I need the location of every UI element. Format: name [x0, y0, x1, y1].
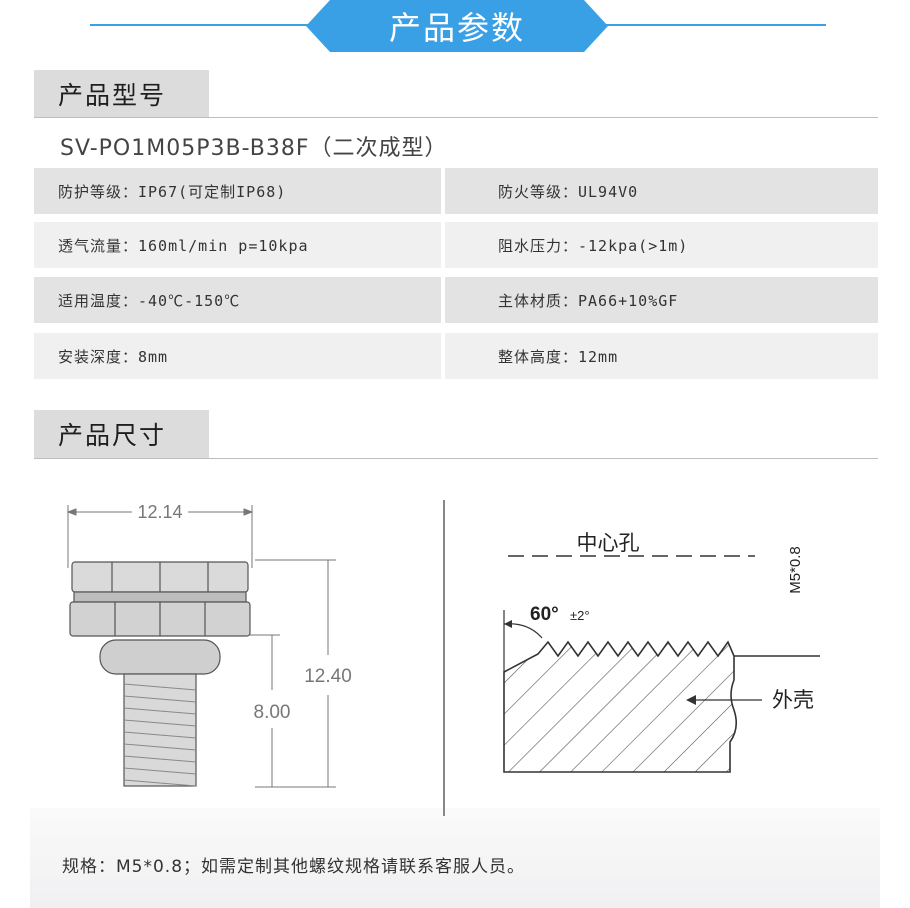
section-title-model: 产品型号: [34, 70, 209, 118]
height-dimension: 12.40: [304, 666, 352, 687]
spec-row: 防护等级：IP67(可定制IP68) 防火等级：UL94V0: [34, 168, 878, 214]
shell-label: 外壳: [772, 689, 814, 712]
spec-cell: 透气流量：160ml/min p=10kpa: [34, 222, 441, 268]
section-divider: [34, 117, 878, 118]
spec-cell: 整体高度：12mm: [445, 333, 878, 379]
note-background: [30, 808, 880, 908]
spec-row: 透气流量：160ml/min p=10kpa 阻水压力：-12kpa(>1m): [34, 222, 878, 268]
header-line-right: [600, 24, 826, 26]
spec-cell: 安装深度：8mm: [34, 333, 441, 379]
spec-cell: 防火等级：UL94V0: [445, 168, 878, 214]
spec-row: 适用温度：-40℃-150℃ 主体材质：PA66+10%GF: [34, 277, 878, 323]
spec-cell: 主体材质：PA66+10%GF: [445, 277, 878, 323]
drawing-divider: [443, 500, 445, 816]
width-dimension: 12.14: [137, 502, 182, 522]
section-title-size: 产品尺寸: [34, 410, 209, 458]
section-divider: [34, 458, 878, 459]
spec-note: 规格：M5*0.8；如需定制其他螺纹规格请联系客服人员。: [62, 857, 526, 877]
spec-cell: 适用温度：-40℃-150℃: [34, 277, 441, 323]
spec-row: 安装深度：8mm 整体高度：12mm: [34, 333, 878, 379]
center-hole-label: 中心孔: [577, 532, 640, 555]
spec-cell: 阻水压力：-12kpa(>1m): [445, 222, 878, 268]
header-line-left: [90, 24, 320, 26]
angle-label: 60°: [530, 604, 559, 625]
thread-section-drawing: 中心孔 M5*0.8 60° ±2° 外壳: [503, 532, 820, 773]
spec-cell: 防护等级：IP67(可定制IP68): [34, 168, 441, 214]
product-side-drawing: 12.14 12.40 8.00: [66, 502, 352, 788]
thread-spec-label: M5*0.8: [787, 546, 804, 594]
angle-tolerance: ±2°: [570, 608, 590, 623]
page-title: 产品参数: [306, 0, 608, 52]
model-number: SV-PO1M05P3B-B38F（二次成型）: [60, 136, 448, 161]
thread-length-dimension: 8.00: [254, 702, 291, 723]
